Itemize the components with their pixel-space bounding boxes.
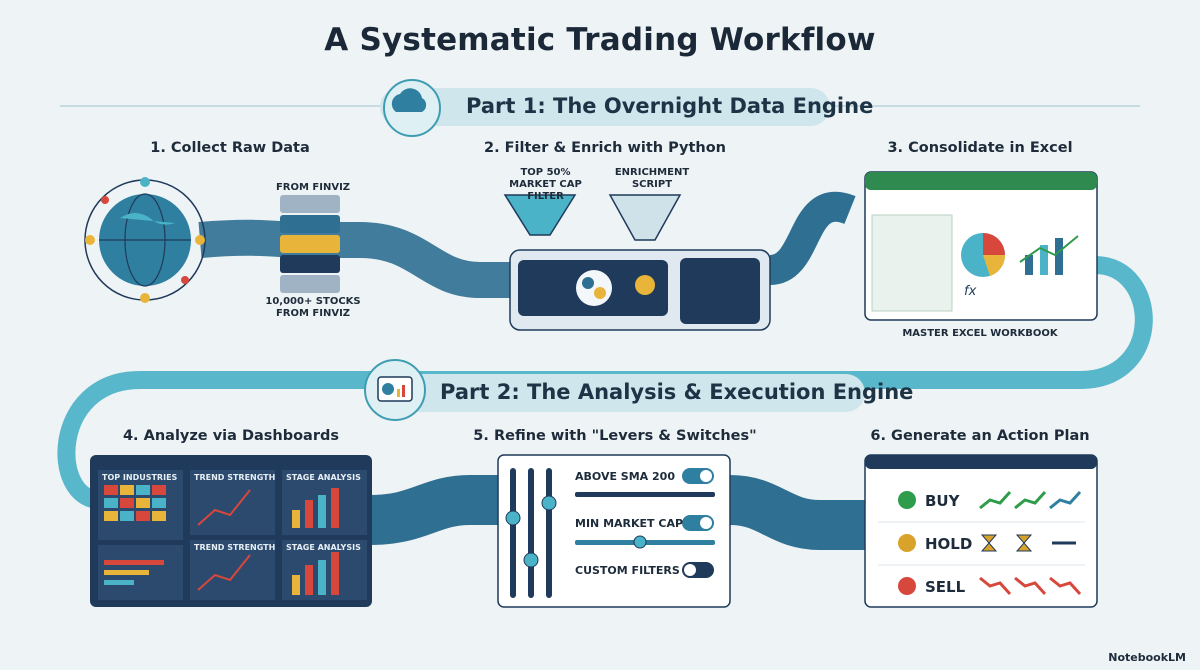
step-collect: 1. Collect Raw Data [150,140,310,156]
action-plan-panel [864,454,1098,608]
master-workbook-label: MASTER EXCEL WORKBOOK [902,328,1058,339]
lever-above-sma-200: ABOVE SMA 200 [575,470,675,483]
part1-badge [380,79,830,137]
globe-icon [84,177,206,303]
svg-text:TREND STRENGTH: TREND STRENGTH [194,543,275,552]
svg-text:TREND STRENGTH: TREND STRENGTH [194,473,275,482]
svg-text:TOP INDUSTRIES: TOP INDUSTRIES [102,473,178,482]
svg-text:STAGE ANALYSIS: STAGE ANALYSIS [286,473,361,482]
brand-label: NotebookLM [1108,651,1186,664]
lever-min-market-cap: MIN MARKET CAP [575,517,684,530]
enrichment-script-label: ENRICHMENT SCRIPT [614,167,690,190]
dashboard-screen: TOP INDUSTRIES TREND STRENGTH STAGE ANAL… [90,455,372,607]
step-filter: 2. Filter & Enrich with Python [483,140,727,156]
page-title: A Systematic Trading Workflow [324,22,876,58]
part2-label: Part 2: The Analysis & Execution Engine [440,380,914,404]
step-refine: 5. Refine with "Levers & Switches" [473,428,757,444]
step-analyze: 4. Analyze via Dashboards [122,428,340,444]
part2-badge [364,359,865,421]
part1-label: Part 1: The Overnight Data Engine [466,94,874,118]
from-finviz-label: FROM FINVIZ [275,182,351,193]
action-hold: HOLD [925,535,973,553]
market-cap-filter-label: TOP 50% MARKET CAP FILTER [509,167,582,202]
stocks-count-label: 10,000+ STOCKS FROM FINVIZ [265,296,361,319]
svg-text:STAGE ANALYSIS: STAGE ANALYSIS [286,543,361,552]
excel-workbook-icon [864,171,1098,321]
lever-custom-filters: CUSTOM FILTERS [575,564,680,577]
levers-panel [497,454,731,608]
step-action-plan: 6. Generate an Action Plan [870,428,1090,444]
step-consolidate: 3. Consolidate in Excel [887,140,1073,156]
excel-formula-icon: fx [964,284,977,299]
database-stack-icon [280,195,340,293]
python-machine-icon [503,194,771,331]
action-buy: BUY [925,492,960,510]
action-sell: SELL [925,578,966,596]
